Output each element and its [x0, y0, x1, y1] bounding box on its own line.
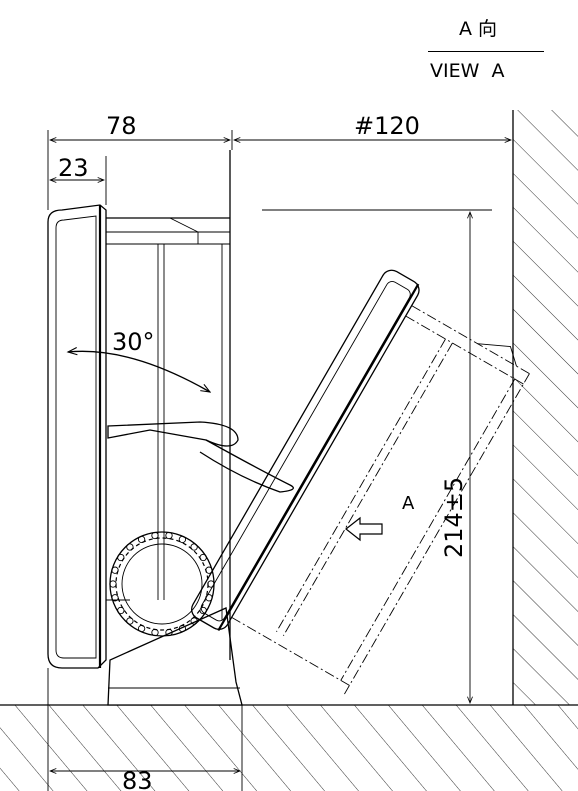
dim-78-label: 78	[106, 112, 137, 140]
knob-tooth	[207, 580, 215, 588]
knob-tooth	[178, 624, 187, 633]
angle-label: 30°	[112, 328, 155, 356]
monitor-upright	[47, 150, 231, 669]
dim-23-label: 23	[58, 154, 89, 182]
knob-tooth	[111, 566, 119, 574]
base-stand	[107, 607, 243, 706]
dim-120-label: #120	[354, 112, 420, 140]
knob-tooth	[190, 617, 198, 625]
wall	[512, 110, 578, 705]
dim-83: 83	[47, 668, 243, 791]
floor	[0, 704, 578, 791]
view-title-underline	[428, 51, 544, 52]
dim-214: 214±5	[242, 209, 492, 706]
knob-tooth	[205, 566, 213, 574]
support-arm	[199, 439, 294, 493]
knob-tooth	[151, 531, 159, 540]
handle-loop	[107, 421, 239, 447]
dim-83-label: 83	[122, 767, 153, 791]
pivot-knob	[109, 531, 215, 637]
knob-tooth	[117, 553, 125, 562]
knob-tooth	[199, 553, 207, 562]
view-arrow: A	[345, 493, 415, 542]
dim-23: 23	[50, 154, 107, 205]
knob-tooth	[137, 535, 146, 544]
knob-tooth	[117, 606, 125, 615]
dim-78: 78	[47, 112, 233, 210]
knob-tooth	[199, 606, 207, 615]
knob-tooth	[165, 531, 173, 540]
knob-tooth	[205, 594, 213, 602]
knob-tooth	[109, 580, 117, 588]
angle-arc	[68, 351, 210, 392]
knob-tooth	[151, 628, 159, 637]
view-title-english: VIEW A	[430, 60, 505, 82]
dim-120: #120	[234, 112, 511, 140]
knob-tooth	[178, 535, 187, 544]
view-arrow-label: A	[402, 493, 415, 514]
knob-tooth	[126, 543, 134, 551]
dim-214-label: 214±5	[440, 477, 468, 558]
view-title-chinese: A 向	[459, 18, 498, 40]
knob-tooth	[165, 628, 173, 637]
knob-tooth	[190, 543, 198, 551]
knob-tooth	[137, 624, 146, 633]
knob-tooth	[111, 594, 119, 602]
knob-tooth	[126, 617, 134, 625]
monitor-tilted	[191, 269, 530, 695]
